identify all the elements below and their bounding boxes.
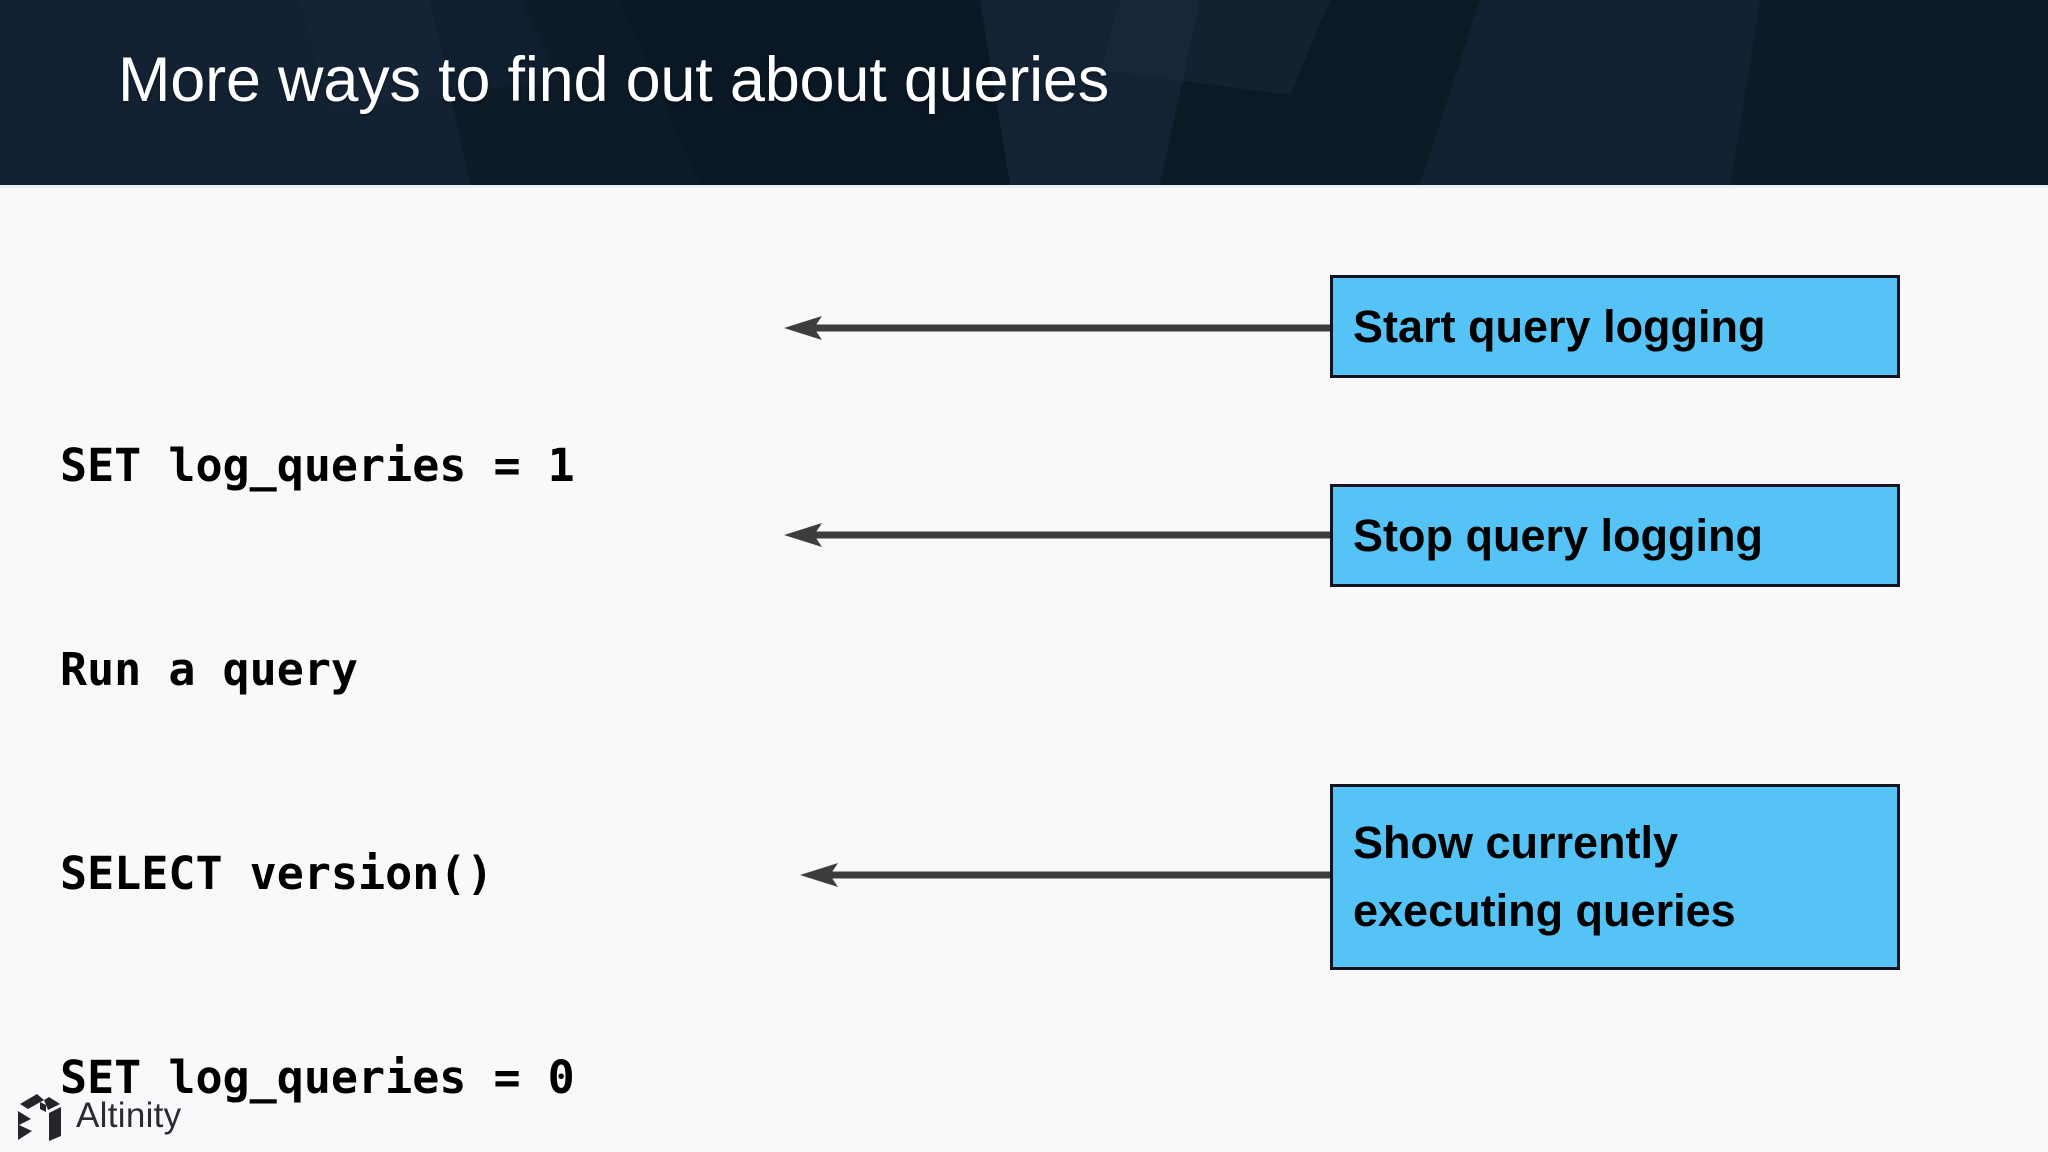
- callout-start-query-logging: Start query logging: [1330, 275, 1900, 378]
- sql-code-block: SET log_queries = 1 Run a query SELECT v…: [60, 296, 954, 1152]
- slide-header: More ways to find out about queries: [0, 0, 2048, 185]
- code-line-4: SET log_queries = 0: [60, 1051, 575, 1104]
- code-line-2: Run a query: [60, 643, 359, 696]
- callout-3-line-1: Show currently: [1353, 817, 1679, 868]
- altinity-logo-text: Altinity: [76, 1096, 182, 1135]
- callout-show-currently-executing-queries: Show currently executing queries: [1330, 784, 1900, 970]
- page-title: More ways to find out about queries: [118, 45, 1110, 115]
- code-line-1: SET log_queries = 1: [60, 439, 575, 492]
- arrow-to-set-log-queries-0: [784, 523, 1332, 547]
- callout-3-line-2: executing queries: [1353, 885, 1736, 936]
- arrow-to-show-processlist: [800, 863, 1332, 887]
- callout-2-line-1: Stop query logging: [1353, 509, 1763, 561]
- altinity-logo: Altinity: [16, 1090, 182, 1142]
- header-facet-pattern: [0, 0, 2048, 185]
- code-line-3: SELECT version(): [60, 847, 494, 900]
- header-divider: [0, 185, 2048, 188]
- callout-stop-query-logging: Stop query logging: [1330, 484, 1900, 587]
- altinity-mark-icon: [18, 1094, 61, 1141]
- callout-1-line-1: Start query logging: [1353, 300, 1766, 352]
- arrow-to-set-log-queries-1: [784, 316, 1332, 340]
